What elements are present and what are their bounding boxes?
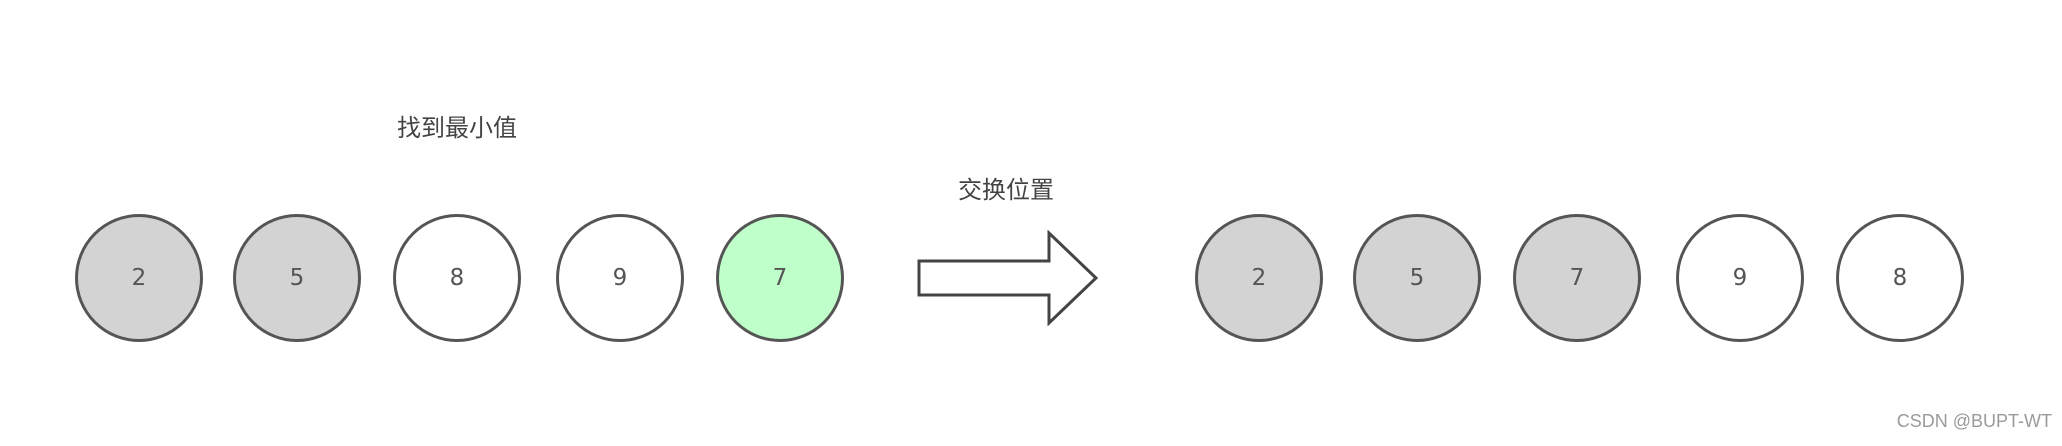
after-node-3: 9 [1676, 214, 1804, 342]
after-node-1: 5 [1353, 214, 1481, 342]
after-node-0: 2 [1195, 214, 1323, 342]
after-node-4: 8 [1836, 214, 1964, 342]
before-node-2: 8 [393, 214, 521, 342]
find-min-label: 找到最小值 [397, 114, 517, 142]
before-node-4-minimum: 7 [716, 214, 844, 342]
before-node-0: 2 [75, 214, 203, 342]
after-node-2: 7 [1513, 214, 1641, 342]
right-arrow-icon [916, 229, 1100, 330]
swap-label: 交换位置 [958, 176, 1054, 204]
watermark: CSDN @BUPT-WT [1896, 411, 2052, 431]
before-node-1: 5 [233, 214, 361, 342]
before-node-3: 9 [556, 214, 684, 342]
